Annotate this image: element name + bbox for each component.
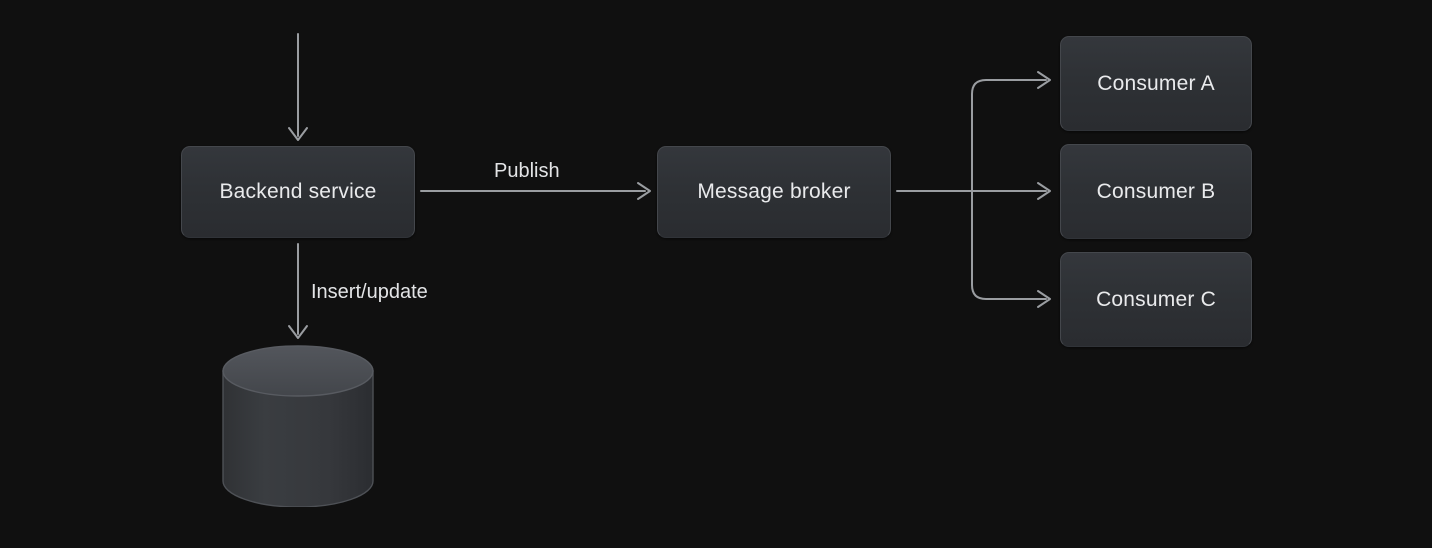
- node-consumer-c-label: Consumer C: [1096, 287, 1216, 311]
- edge-inbound: [288, 33, 308, 141]
- edge-label-publish: Publish: [494, 160, 560, 182]
- node-consumer-a-label: Consumer A: [1097, 71, 1215, 95]
- node-consumer-a[interactable]: Consumer A: [1060, 36, 1252, 131]
- edge-publish: [420, 182, 651, 200]
- node-consumer-b-label: Consumer B: [1096, 179, 1216, 203]
- node-consumer-c[interactable]: Consumer C: [1060, 252, 1252, 347]
- edge-label-insert-update: Insert/update: [311, 281, 428, 303]
- node-backend-service[interactable]: Backend service: [181, 146, 415, 238]
- node-message-broker[interactable]: Message broker: [657, 146, 891, 238]
- edge-fanout-b: [971, 182, 1051, 200]
- database-top: [222, 345, 374, 397]
- node-backend-service-label: Backend service: [219, 180, 377, 203]
- edge-insert-update: [288, 243, 308, 339]
- node-message-broker-label: Message broker: [697, 180, 851, 203]
- edge-fanout-c: [971, 190, 1051, 308]
- node-consumer-b[interactable]: Consumer B: [1060, 144, 1252, 239]
- edge-fanout-a: [971, 71, 1051, 192]
- database-body: [222, 370, 374, 508]
- database-cylinder: [222, 345, 374, 508]
